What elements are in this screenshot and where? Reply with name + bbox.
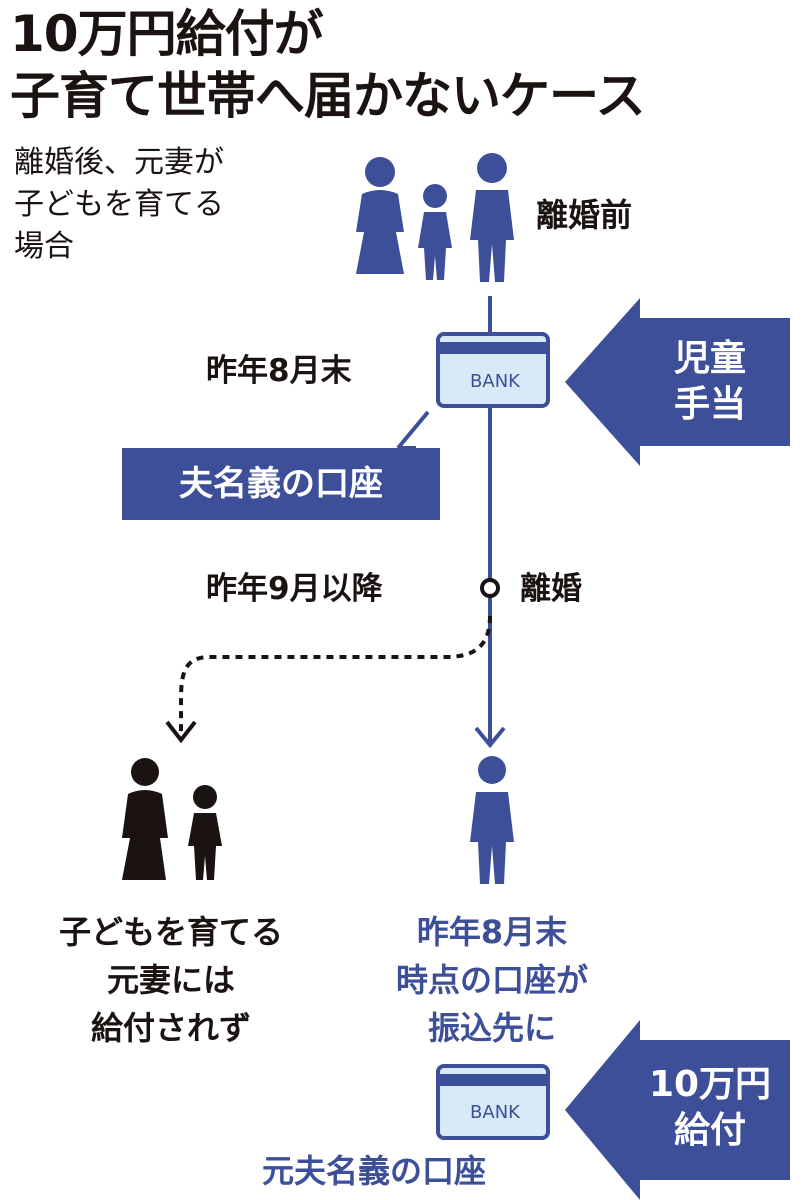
title-line-1: 10万円給付が (10, 5, 324, 63)
divorce-marker (480, 578, 500, 598)
husband-account-box: 夫名義の口座 (122, 448, 440, 520)
man-icon (470, 756, 514, 884)
dashed-arrowhead (165, 720, 197, 744)
before-divorce-label: 離婚前 (536, 196, 633, 234)
family-icon (356, 153, 514, 282)
subtitle: 離婚後、元妻が 子どもを育てる 場合 (14, 145, 224, 264)
bank-card-icon (436, 332, 550, 408)
bank-label-bottom: BANK (470, 1102, 520, 1123)
date-label-sep: 昨年9月以降 (206, 571, 383, 607)
benefit-label: 10万円 給付 (648, 1064, 772, 1151)
ex-husband-account-label: 元夫名義の口座 (262, 1152, 487, 1190)
date-label-aug: 昨年8月末 (206, 353, 352, 389)
title-line-2: 子育て世帯へ届かないケース (10, 67, 645, 125)
benefit-arrow (565, 1020, 790, 1200)
bank-label: BANK (470, 371, 520, 392)
timeline-arrowhead (474, 726, 506, 749)
divorce-label: 離婚 (520, 571, 582, 607)
wife-no-benefit-caption: 子どもを育てる 元妻には 給付されず (58, 913, 283, 1047)
account-destination-caption: 昨年8月末 時点の口座が 振込先に (395, 913, 588, 1047)
dashed-branch (179, 615, 492, 735)
child-allowance-arrow (565, 298, 790, 466)
bank-card-icon-bottom (436, 1064, 550, 1140)
callout-pointer (396, 410, 430, 450)
child-allowance-label: 児童 手当 (673, 338, 746, 425)
mother-child-icon (122, 758, 222, 880)
